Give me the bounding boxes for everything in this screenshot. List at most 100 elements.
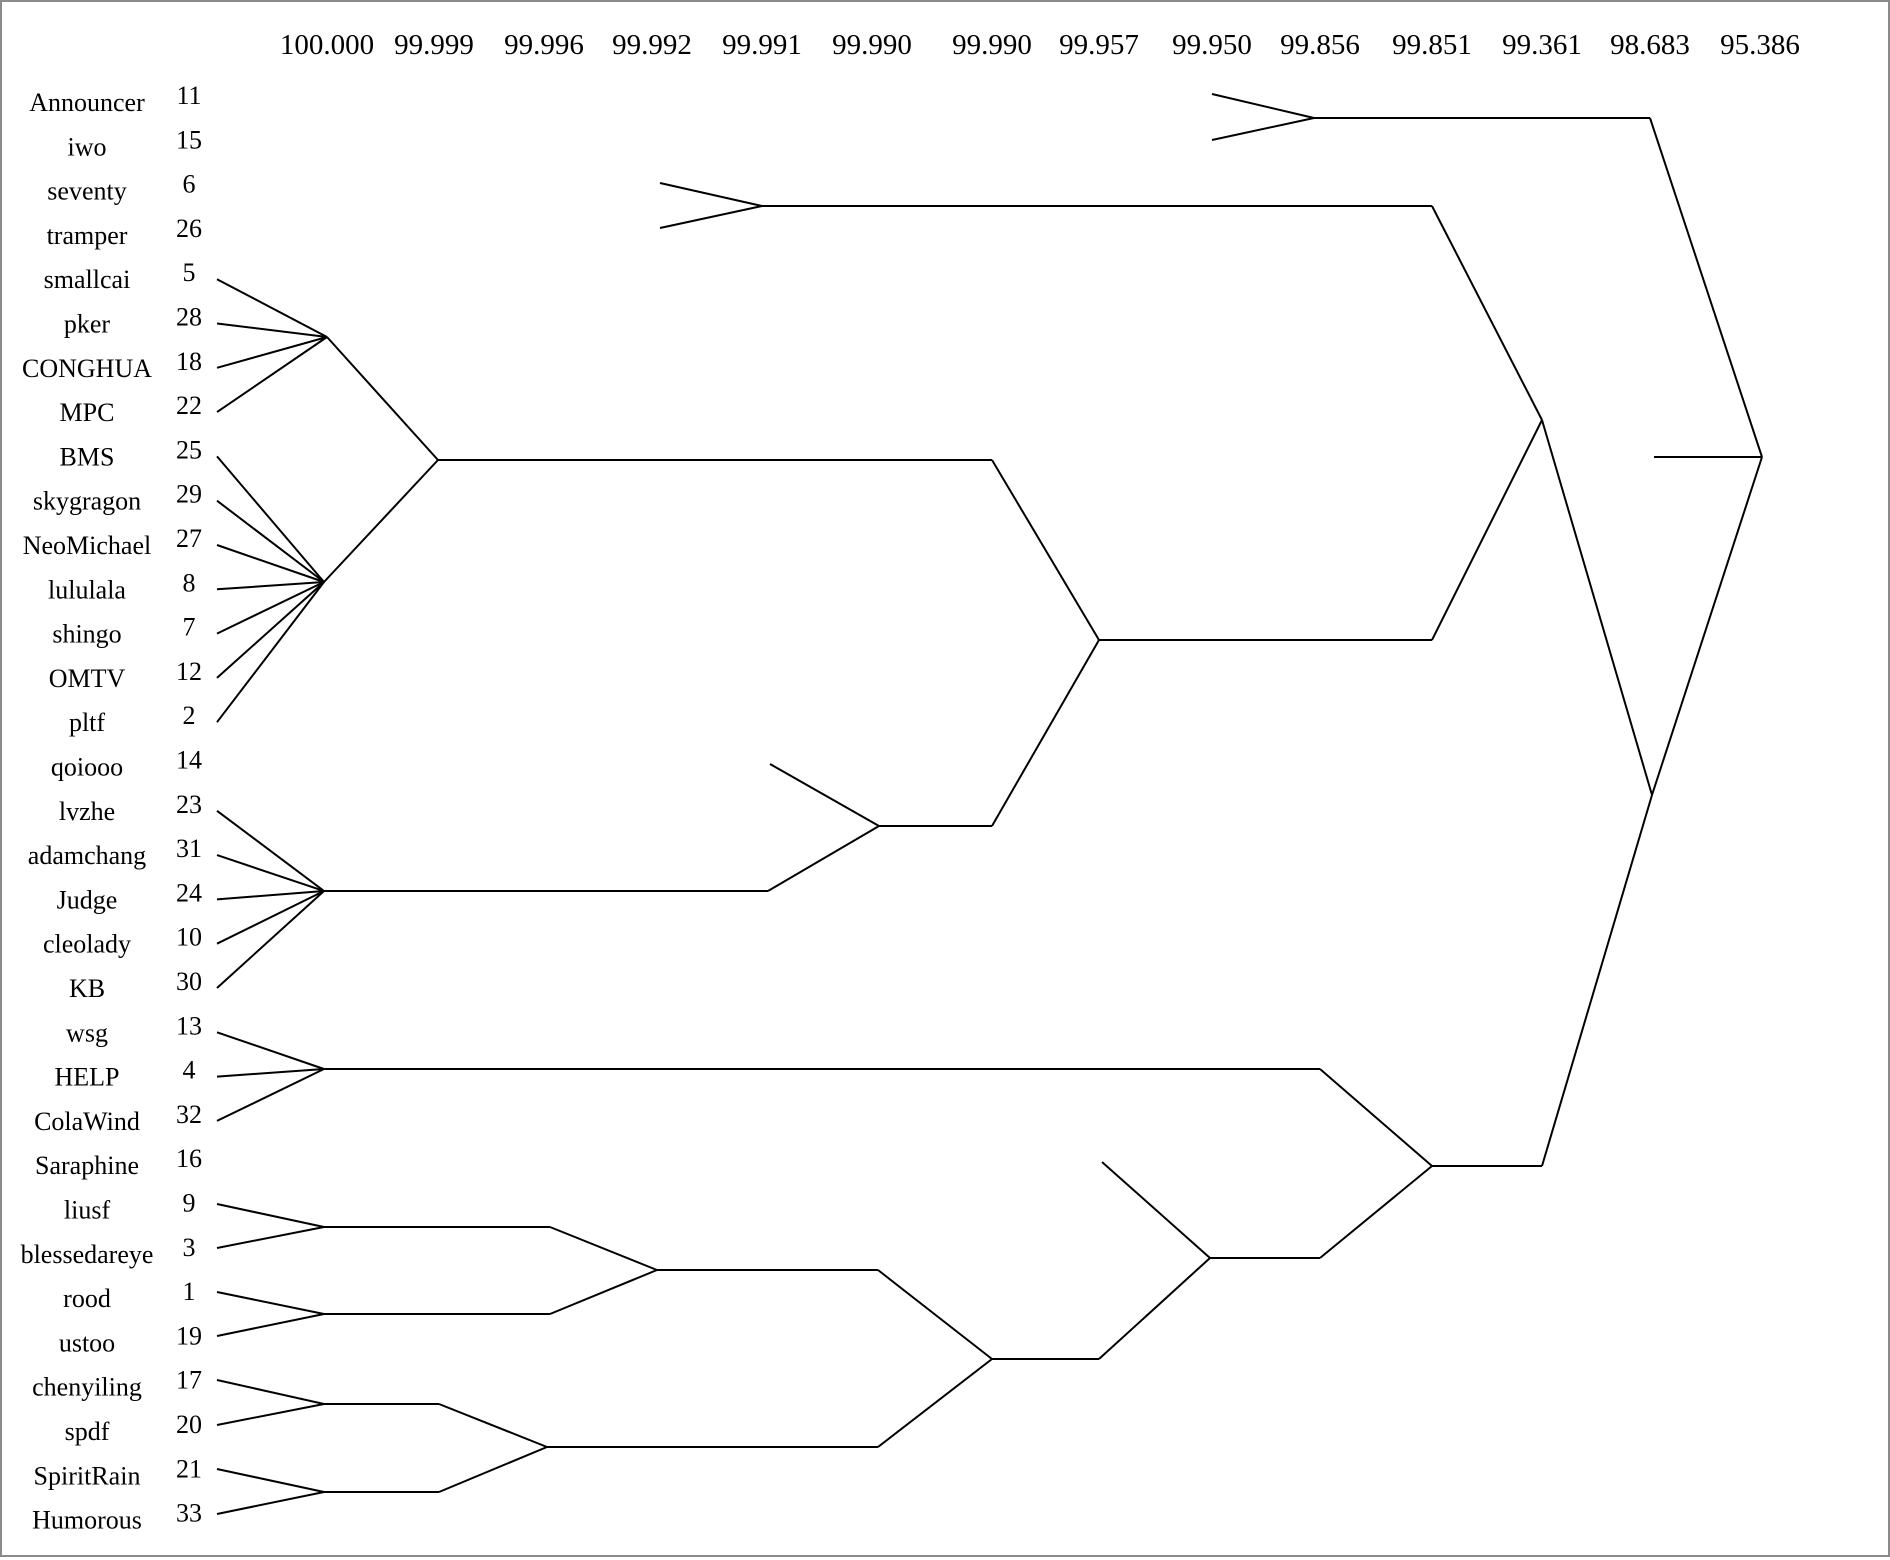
leaf-name: KB [69,974,105,1003]
leaf-id: 26 [176,214,202,243]
level-label: 99.999 [394,29,474,61]
dendrogram-edge-46 [216,1291,325,1315]
level-label: 99.992 [612,29,692,61]
dendrogram-edge-17 [216,581,325,635]
leaf-id: 14 [176,746,202,775]
dendrogram-edge-14 [216,499,325,583]
dendrogram-edge-10 [216,336,328,369]
leaf-id: 33 [176,1499,202,1528]
leaf-id: 22 [176,391,202,420]
dendrogram-edge-56 [216,1468,325,1493]
dendrogram-edge-43 [216,1226,325,1249]
leaf-id: 11 [176,81,201,110]
leaf-name: lululala [48,575,126,604]
leaf-id: 1 [183,1277,196,1306]
dendrogram-edge-57 [216,1491,325,1515]
dendrogram-edge-20 [323,459,439,583]
leaf-name: NeoMichael [23,531,152,560]
leaf-id: 28 [176,303,202,332]
dendrogram-edge-53 [216,1403,325,1426]
leaf-name: seventy [47,177,126,206]
leaf-id: 21 [176,1454,202,1483]
dendrogram-edge-16 [216,581,325,591]
dendrogram-edge-68 [1651,456,1763,796]
dendrogram-edge-30 [767,825,880,892]
dendrogram-edge-34 [1431,419,1543,641]
leaf-name: adamchang [28,841,146,870]
leaf-id: 3 [183,1233,196,1262]
dendrogram-edge-27 [216,890,325,945]
leaf-id: 7 [183,613,196,642]
leaf-name: ustoo [59,1328,115,1357]
leaf-name: pker [64,310,111,339]
leaf-id: 30 [176,967,202,996]
leaf-name: blessedareye [21,1240,154,1269]
leaf-name: HELP [55,1063,120,1092]
level-label: 99.991 [722,29,802,61]
dendrogram-edge-19 [216,581,325,723]
dendrogram-edge-7 [1431,205,1543,421]
leaf-name: OMTV [49,664,126,693]
level-label: 99.996 [504,29,584,61]
level-label: 99.851 [1392,29,1472,61]
level-label: 98.683 [1610,29,1690,61]
leaf-id: 24 [176,878,202,907]
leaf-id: 12 [176,657,202,686]
leaf-name: Judge [57,885,118,914]
leaf-name: lvzhe [59,797,115,826]
dendrogram-edge-36 [216,1031,325,1070]
leaf-name: pltf [69,708,105,737]
dendrogram-edge-38 [216,1068,325,1122]
dendrogram-edge-0 [1211,93,1315,119]
dendrogram-edge-67 [1541,794,1653,1167]
level-label: 99.361 [1502,29,1582,61]
dendrogram-edge-22 [991,459,1100,641]
leaf-name: spdf [65,1417,110,1446]
leaf-name: qoiooo [51,753,123,782]
dendrogram-edge-61 [877,1358,993,1448]
leaf-name: smallcai [44,265,131,294]
level-label: 99.950 [1172,29,1252,61]
dendrogram-edge-45 [549,1226,658,1271]
dendrogram-edge-41 [1101,1161,1211,1259]
dendrogram-edge-18 [216,581,325,679]
dendrogram-edge-4 [659,182,763,207]
dendrogram-edge-13 [216,455,325,583]
dendrogram-edge-55 [438,1403,548,1448]
leaf-id: 23 [176,790,202,819]
leaf-id: 31 [176,834,202,863]
leaf-name: iwo [68,132,107,161]
dendrogram-edge-63 [1098,1257,1211,1360]
leaf-id: 6 [183,170,196,199]
leaf-name: BMS [60,442,115,471]
dendrogram-edge-12 [326,336,439,461]
dendrogram-edge-47 [216,1313,325,1337]
dendrogram-edge-52 [216,1379,325,1405]
dendrogram-edge-9 [216,322,328,338]
dendrogram-edge-26 [216,890,325,901]
dendrogram-edge-51 [877,1269,993,1360]
leaf-id: 2 [183,701,196,730]
leaf-id: 9 [183,1189,196,1218]
dendrogram-edge-65 [1319,1165,1433,1259]
leaf-id: 32 [176,1100,202,1129]
dendrogram-edge-15 [216,544,325,583]
leaf-id: 5 [183,258,196,287]
leaf-id: 15 [176,125,202,154]
leaf-id: 10 [176,923,202,952]
leaf-name: Announcer [29,88,145,117]
dendrogram-edge-24 [216,809,325,892]
dendrogram-edge-28 [216,890,325,989]
leaf-id: 25 [176,435,202,464]
leaf-id: 27 [176,524,202,553]
level-label: 99.990 [832,29,912,61]
dendrogram-edge-1 [1211,117,1315,141]
leaf-name: cleolady [43,930,131,959]
leaf-id: 19 [176,1321,202,1350]
leaf-name: chenyiling [32,1373,142,1402]
dendrogram-edge-40 [1319,1068,1433,1167]
dendrogram-edge-59 [438,1446,548,1493]
